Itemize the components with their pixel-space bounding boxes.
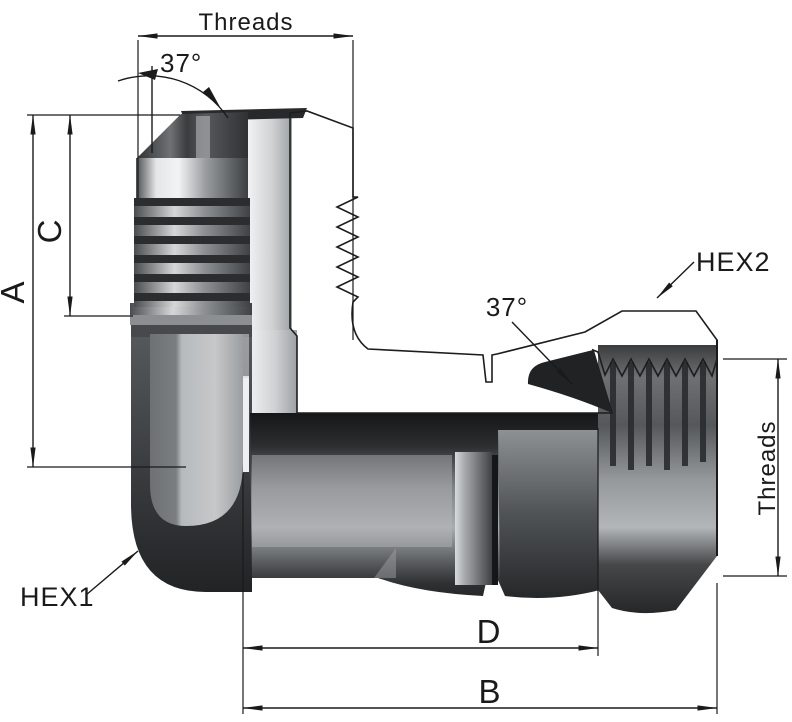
- label-dim-a: A: [0, 280, 31, 303]
- arm-bore-wall: [248, 330, 297, 418]
- label-threads-right: Threads: [754, 420, 781, 515]
- stud-shoulder-band: [130, 315, 252, 325]
- label-hex1: HEX1: [20, 582, 95, 612]
- arm-cylinder-light: [252, 455, 452, 547]
- dimension-d: D: [242, 428, 599, 714]
- cone-highlight: [196, 116, 210, 158]
- inner-corner-highlight-fade: [243, 334, 249, 378]
- stud-neck-band: [136, 158, 248, 198]
- stud-bore-wall: [248, 112, 292, 334]
- section-hatch: [289, 110, 718, 414]
- annotation-flare-angle: 37°: [117, 48, 229, 153]
- swivel-gap: [492, 455, 498, 585]
- callout-hex1: HEX1: [20, 550, 139, 612]
- nut-internal-threads: [610, 362, 706, 470]
- callout-hex2: HEX2: [656, 247, 771, 299]
- label-flare-angle: 37°: [160, 48, 202, 78]
- leader-line: [511, 321, 573, 385]
- hex1-facet-panel: [150, 334, 243, 526]
- leader-line: [656, 261, 695, 299]
- dimension-a: A: [0, 114, 186, 468]
- angle-arc: [117, 75, 229, 119]
- inner-corner-highlight: [243, 376, 249, 472]
- swivel-collar-ring: [455, 452, 492, 585]
- stud-external-threads: [134, 198, 250, 307]
- label-threads-top: Threads: [198, 9, 293, 36]
- label-seat-angle: 37°: [486, 292, 528, 322]
- label-dim-d: D: [477, 613, 502, 650]
- annotation-seat-angle: 37°: [486, 292, 573, 385]
- fitting-geometry: [130, 108, 718, 614]
- leader-line: [85, 550, 139, 596]
- dimension-b: B: [242, 583, 718, 714]
- arm-chamfer: [374, 548, 396, 578]
- dimension-threads-right: Threads: [723, 358, 787, 577]
- label-dim-c: C: [31, 219, 68, 244]
- label-hex2: HEX2: [696, 247, 771, 277]
- dimension-c: C: [31, 114, 133, 317]
- dimension-threads-top: Threads: [137, 9, 354, 340]
- flare-cone: [137, 112, 248, 158]
- swivel-skirt: [498, 430, 598, 598]
- label-dim-b: B: [478, 673, 501, 710]
- angle-arrow-left: [138, 69, 158, 80]
- angle-arrow-right: [203, 87, 220, 107]
